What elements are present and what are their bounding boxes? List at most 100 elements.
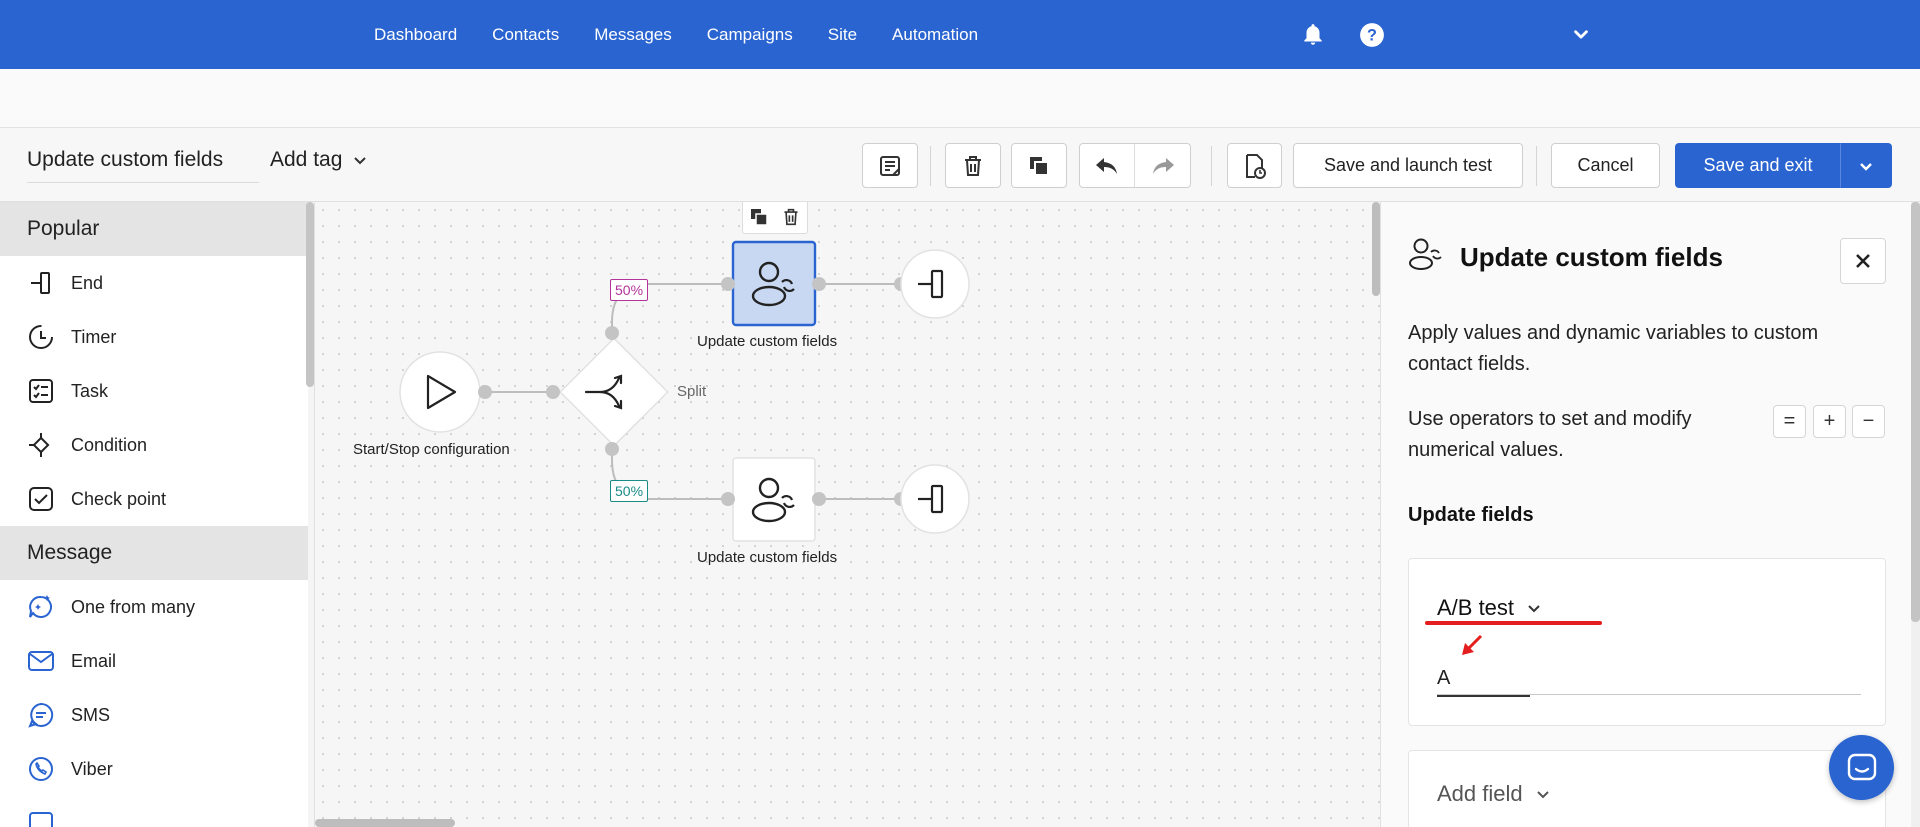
viber-icon [29, 757, 53, 781]
bell-icon[interactable] [1300, 22, 1326, 48]
help-icon[interactable]: ? [1359, 22, 1385, 48]
node-actions-toolbar [742, 202, 808, 234]
notes-button[interactable] [862, 143, 918, 188]
connection-port[interactable] [721, 492, 735, 506]
split-node[interactable] [559, 337, 669, 447]
toolbar-divider [1536, 146, 1537, 186]
split-percentage-top[interactable]: 50% [610, 279, 649, 301]
timer-icon [29, 325, 53, 349]
palette-item-condition[interactable]: Condition [0, 418, 308, 472]
nav-link-dashboard[interactable]: Dashboard [374, 24, 458, 44]
panel-title: Update custom fields [1460, 242, 1723, 272]
task-icon [29, 379, 53, 403]
palette-item-label: One from many [71, 596, 196, 617]
add-field-card: Add field [1408, 750, 1886, 827]
account-chevron-down-icon[interactable] [1568, 22, 1594, 48]
play-icon [426, 374, 457, 410]
file-history-icon [1245, 153, 1266, 179]
sidebar-divider [314, 202, 315, 827]
update-custom-fields-node-top[interactable] [731, 240, 817, 327]
palette-item-label: Task [71, 380, 109, 401]
chat-support-button[interactable] [1829, 735, 1894, 800]
split-icon [584, 374, 623, 410]
copy-icon[interactable] [750, 208, 768, 226]
connection-port[interactable] [721, 277, 735, 291]
version-history-button[interactable] [1227, 143, 1282, 188]
nav-link-automation[interactable]: Automation [892, 24, 979, 44]
connection-port[interactable] [605, 442, 619, 456]
trash-icon[interactable] [782, 207, 800, 227]
top-node-label: Update custom fields [697, 333, 838, 350]
cancel-button[interactable]: Cancel [1551, 143, 1660, 188]
connection-port[interactable] [478, 385, 492, 399]
save-and-exit-button[interactable]: Save and exit [1675, 143, 1841, 188]
palette-item-one-from-many[interactable]: One from many [0, 580, 308, 634]
panel-scrollbar[interactable] [1911, 202, 1920, 827]
highlight-underline [1425, 621, 1602, 625]
palette-item-email[interactable]: Email [0, 634, 308, 688]
palette-item-check-point[interactable]: Check point [0, 472, 308, 526]
automation-title[interactable]: Update custom fields [27, 148, 259, 183]
editor-toolbar: Update custom fields Add tag Save and la… [0, 128, 1920, 202]
workflow-canvas[interactable]: 50% 50% Start/Stop configuration Split U… [315, 202, 1380, 827]
end-icon [31, 272, 50, 294]
chevron-down-icon [1860, 162, 1872, 171]
add-field-dropdown[interactable]: Add field [1437, 781, 1551, 807]
palette-item-timer[interactable]: Timer [0, 310, 308, 364]
connection-port[interactable] [546, 385, 560, 399]
sidebar-scrollbar[interactable] [306, 202, 314, 387]
palette-item-end[interactable]: End [0, 256, 308, 310]
section-header-message[interactable]: Message [0, 526, 308, 580]
palette-item-label: End [71, 272, 104, 293]
connection-port[interactable] [812, 492, 826, 506]
operator-minus-button[interactable]: − [1852, 405, 1885, 438]
save-and-launch-test-button[interactable]: Save and launch test [1293, 143, 1523, 188]
chevron-down-icon [354, 157, 367, 165]
duplicate-button[interactable] [1011, 143, 1067, 188]
undo-icon [1096, 157, 1117, 174]
section-header-popular[interactable]: Popular [0, 202, 308, 256]
add-tag-dropdown[interactable]: Add tag [270, 148, 368, 172]
save-options-dropdown[interactable] [1840, 143, 1892, 188]
input-focus-indicator [1437, 695, 1530, 697]
update-custom-fields-node-bottom[interactable] [732, 457, 816, 542]
custom-field-select[interactable]: A/B test [1437, 595, 1542, 621]
undo-button[interactable] [1080, 144, 1136, 187]
palette-item-viber[interactable]: Viber [0, 742, 308, 796]
canvas-vertical-scrollbar[interactable] [1372, 202, 1380, 296]
operator-plus-button[interactable]: + [1813, 405, 1846, 438]
sub-header-bar [0, 69, 1920, 128]
nav-link-campaigns[interactable]: Campaigns [706, 24, 793, 44]
redo-button[interactable] [1135, 144, 1190, 187]
split-percentage-bottom[interactable]: 50% [610, 480, 649, 502]
palette-item-label: Condition [71, 434, 148, 455]
operator-equals-button[interactable]: = [1773, 405, 1806, 438]
nav-link-site[interactable]: Site [827, 24, 858, 44]
end-node-bottom[interactable] [900, 464, 970, 534]
node-settings-panel: Update custom fields Apply values and dy… [1380, 202, 1920, 827]
connection-port[interactable] [605, 326, 619, 340]
toolbar-divider [1211, 146, 1212, 186]
add-tag-label: Add tag [270, 148, 343, 171]
nav-link-messages[interactable]: Messages [594, 24, 672, 44]
delete-button[interactable] [945, 143, 1001, 188]
user-sync-icon [1409, 238, 1442, 270]
toolbar-divider [930, 146, 931, 186]
close-panel-button[interactable] [1840, 238, 1886, 284]
workflow-graph [399, 240, 970, 542]
palette-item-label: Timer [71, 326, 117, 347]
field-update-card: A/B test [1408, 558, 1886, 726]
element-palette-sidebar: Popular End Timer Task Condition Check p… [0, 202, 308, 827]
nav-link-contacts[interactable]: Contacts [492, 24, 560, 44]
connection-port[interactable] [812, 277, 826, 291]
field-value-input[interactable] [1437, 663, 1861, 695]
palette-item-sms[interactable]: SMS [0, 688, 308, 742]
start-node-label: Start/Stop configuration [353, 441, 510, 458]
palette-item-partial[interactable] [0, 796, 308, 827]
canvas-horizontal-scrollbar[interactable] [315, 819, 455, 827]
operators-description: Use operators to set and modify numerica… [1408, 408, 1692, 461]
palette-item-task[interactable]: Task [0, 364, 308, 418]
start-node[interactable] [399, 351, 481, 433]
custom-field-select-value: A/B test [1437, 595, 1515, 620]
end-node-top[interactable] [900, 249, 970, 319]
